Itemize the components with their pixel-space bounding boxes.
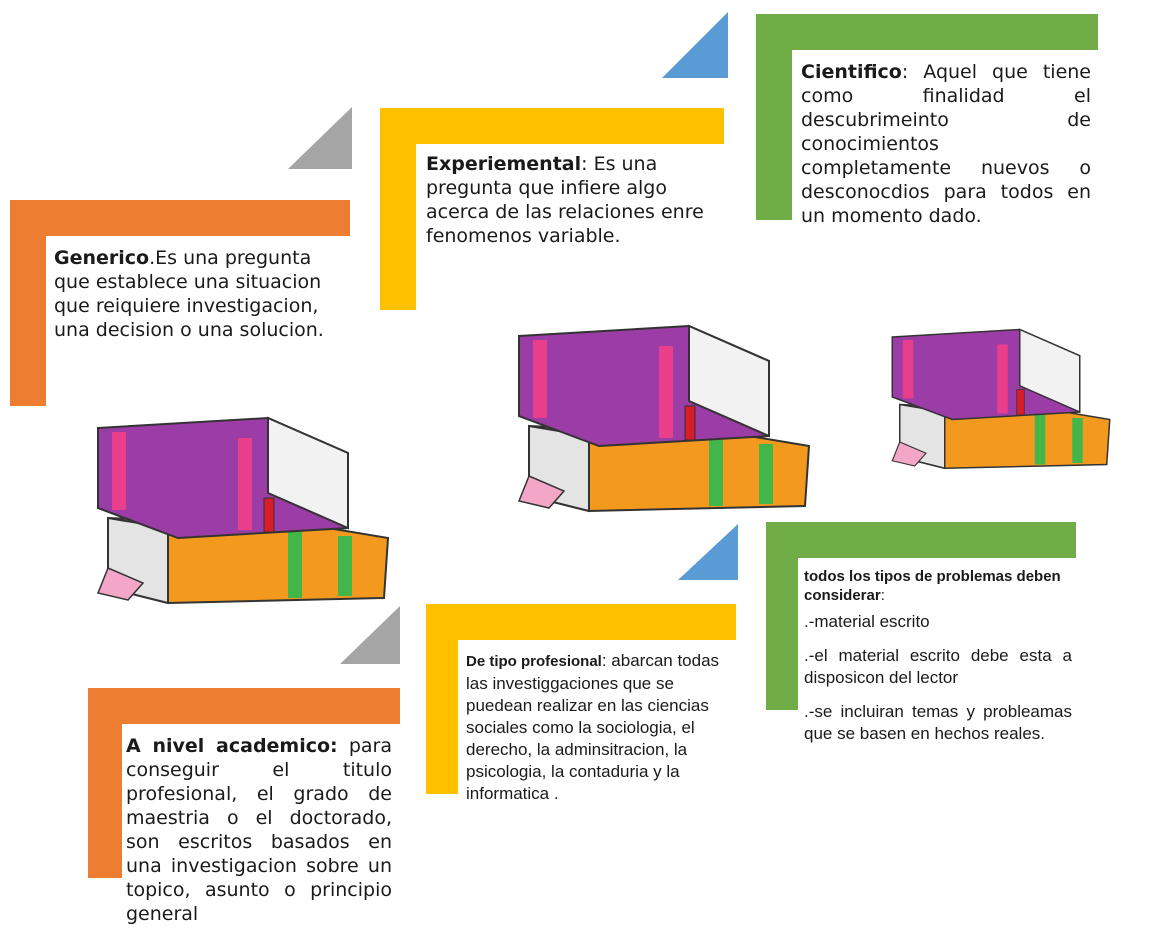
blue-triangle-top <box>662 12 728 78</box>
blue-triangle-bottom <box>678 524 738 580</box>
cientifico-text: Cientifico: Aquel que tiene como finalid… <box>801 60 1091 228</box>
generico-body: .Es una pregunta que establece una situa… <box>54 247 324 341</box>
todos-item-1: .-material escrito <box>804 612 930 631</box>
todos-item-3: .-se incluiran temas y probleamas que se… <box>804 702 1072 743</box>
academico-bar-left <box>88 688 122 878</box>
profesional-bar-top <box>426 604 736 640</box>
books-icon <box>517 324 811 513</box>
cientifico-body: : Aquel que tiene como finalidad el desc… <box>801 61 1091 227</box>
experiemental-title: Experiemental <box>426 153 582 175</box>
profesional-title: De tipo profesional <box>466 653 602 670</box>
books-icon <box>96 416 390 605</box>
profesional-bar-left <box>426 604 458 794</box>
experiemental-text: Experiemental: Es una pregunta que infie… <box>426 152 714 248</box>
academico-text: A nivel academico: para conseguir el tit… <box>126 734 392 926</box>
gray-triangle-bottom <box>340 606 400 664</box>
experiemental-bar-top <box>380 108 724 144</box>
gray-triangle-top <box>288 107 352 169</box>
academico-body: para conseguir el titulo profesional, el… <box>126 735 392 925</box>
profesional-body: : abarcan todas las investiggaciones que… <box>466 651 720 803</box>
todos-colon: : <box>880 587 885 604</box>
cientifico-bar-left <box>756 14 792 220</box>
generico-bar-top <box>10 200 350 236</box>
todos-item-2: .-el material escrito debe esta a dispos… <box>804 646 1072 687</box>
todos-heading: todos los tipos de problemas deben consi… <box>804 567 1072 605</box>
academico-title: A nivel academico: <box>126 735 338 757</box>
generico-text: Generico.Es una pregunta que establece u… <box>54 246 344 342</box>
experiemental-body: : Es una pregunta que infiere algo acerc… <box>426 153 704 247</box>
cientifico-title: Cientifico <box>801 61 902 83</box>
experiemental-bar-left <box>380 108 416 310</box>
todos-title: todos los tipos de problemas deben consi… <box>804 568 1061 604</box>
todos-bar-top <box>766 522 1076 558</box>
cientifico-bar-top <box>756 14 1098 50</box>
academico-bar-top <box>88 688 400 724</box>
profesional-text: De tipo profesional: abarcan todas las i… <box>466 650 732 805</box>
books-icon <box>891 328 1111 470</box>
generico-title: Generico <box>54 247 150 269</box>
generico-bar-left <box>10 200 46 406</box>
todos-text: todos los tipos de problemas deben consi… <box>804 567 1072 757</box>
todos-bar-left <box>766 522 798 710</box>
